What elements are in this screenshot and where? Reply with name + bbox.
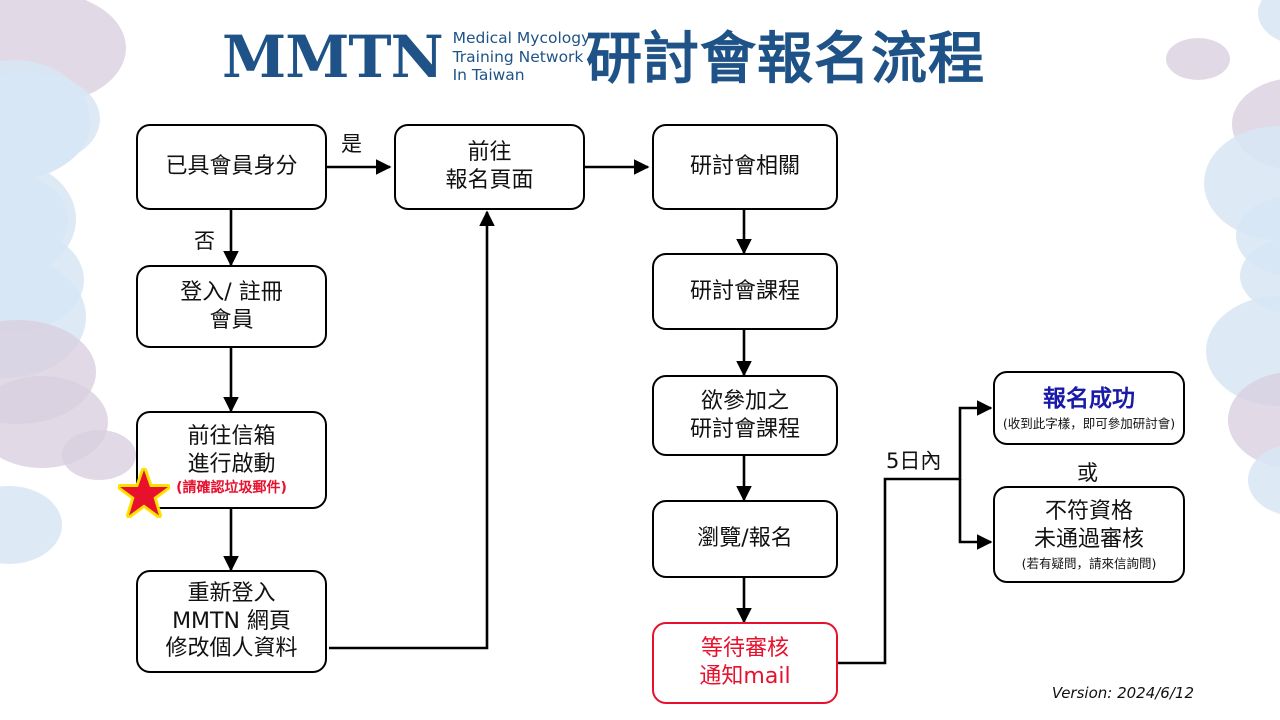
logo-subtitle: Medical Mycology Training Network In Tai… (453, 29, 591, 86)
node-note: (若有疑問，請來信詢問) (1021, 555, 1157, 571)
node-rejected[interactable]: 不符資格 未通過審核 (若有疑問，請來信詢問) (993, 486, 1185, 583)
decor-blob (1240, 238, 1280, 314)
node-line: 報名頁面 (445, 168, 534, 193)
node-login-register[interactable]: 登入/ 註冊 會員 (136, 265, 327, 348)
node-line: 等待審核 (700, 636, 789, 662)
node-member-check[interactable]: 已具會員身分 (136, 124, 327, 210)
edge-label-yes: 是 (341, 132, 362, 156)
node-line: 研討會課程 (689, 278, 800, 304)
node-headline: 報名成功 (1043, 386, 1135, 413)
node-line: 瀏覽/報名 (697, 526, 793, 552)
header: MMTN Medical Mycology Training Network I… (0, 0, 1280, 115)
logo-wordmark: MMTN (222, 23, 444, 91)
edge-relogin-feedback-loop (329, 210, 495, 650)
decor-blob (0, 320, 96, 424)
decor-blob (1236, 196, 1280, 276)
node-activate-mail[interactable]: 前往信箱 進行啟動 (請確認垃圾郵件) (136, 411, 327, 509)
decor-blob (0, 228, 84, 332)
node-desired-course[interactable]: 欲參加之 研討會課程 (652, 375, 838, 456)
node-line: 通知mail (699, 664, 791, 689)
decor-blob (0, 376, 108, 468)
node-line: 不符資格 (1044, 499, 1133, 525)
decor-blob (0, 256, 86, 378)
node-success[interactable]: 報名成功 (收到此字樣，即可參加研討會) (993, 371, 1185, 445)
node-browse-register[interactable]: 瀏覽/報名 (652, 500, 838, 578)
edge-await-to-rejected (958, 479, 993, 550)
node-line: MMTN 網頁 (172, 608, 291, 634)
mmtn-logo: MMTN Medical Mycology Training Network I… (222, 28, 590, 86)
node-note: (收到此字樣，即可參加研討會) (1002, 415, 1176, 431)
node-line: 進行啟動 (187, 451, 276, 477)
node-seminar-related[interactable]: 研討會相關 (652, 124, 838, 210)
node-await-review[interactable]: 等待審核 通知mail (652, 622, 838, 704)
page-title: 研討會報名流程 (586, 27, 985, 92)
node-relogin-profile[interactable]: 重新登入 MMTN 網頁 修改個人資料 (136, 570, 327, 673)
node-line: 會員 (209, 307, 254, 333)
node-line: 未通過審核 (1033, 527, 1144, 552)
node-seminar-course[interactable]: 研討會課程 (652, 253, 838, 330)
node-line: 已具會員身分 (165, 154, 298, 180)
version-label: Version: 2024/6/12 (1051, 684, 1194, 702)
node-line: 研討會相關 (689, 154, 800, 180)
decor-blob (0, 486, 62, 564)
node-line: 登入/ 註冊 (180, 279, 283, 305)
node-line: 重新登入 (187, 580, 276, 606)
node-line: 修改個人資料 (165, 636, 298, 662)
node-registration-page[interactable]: 前往 報名頁面 (394, 124, 585, 210)
decor-blob (0, 160, 76, 278)
decor-blob (1248, 444, 1280, 516)
decor-blob (1228, 372, 1280, 468)
edge-label-within-five-days: 5日內 (886, 449, 942, 473)
decor-blob (1204, 126, 1280, 240)
node-note: (請確認垃圾郵件) (176, 480, 287, 497)
decor-blob (1206, 296, 1280, 406)
logo-subtitle-line: In Taiwan (452, 66, 525, 85)
node-line: 研討會課程 (689, 416, 800, 442)
red-star-icon (118, 468, 170, 518)
edge-label-or: 或 (1077, 461, 1098, 485)
edge-label-no: 否 (194, 229, 215, 253)
node-line: 前往 (467, 140, 512, 166)
logo-subtitle-line: Medical Mycology (452, 28, 591, 47)
node-line: 欲參加之 (700, 388, 789, 414)
decor-blob (0, 172, 68, 268)
node-line: 前往信箱 (187, 423, 276, 449)
logo-subtitle-line: Training Network (452, 47, 584, 66)
